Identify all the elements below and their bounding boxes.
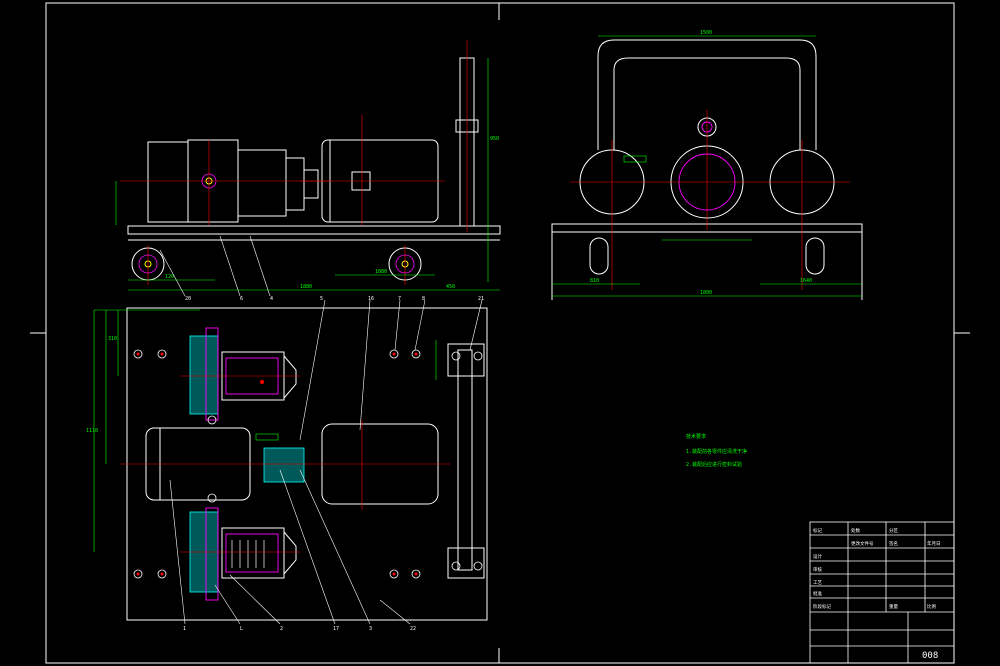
dim-height-right: 950 xyxy=(490,136,499,142)
balloon-21: 21 xyxy=(478,296,484,302)
balloon-4: 4 xyxy=(270,296,273,302)
side-elevation: 1500 1800 810 1640 950 xyxy=(490,30,863,300)
tb-label-1: 审核 xyxy=(813,566,822,573)
tb-header-2: 比例 xyxy=(927,603,936,610)
tb-row-2: 分区 xyxy=(889,527,898,534)
balloon-1: 1 xyxy=(183,626,186,632)
title-block: 标记 处数 分区 更改文件号 签名 年月日 设计 审核 工艺 批准 阶段标记 重… xyxy=(809,521,955,664)
dim-front-mid: 1080 xyxy=(375,269,387,275)
notes-line-1: 1.装配前各零件应清洗干净 xyxy=(686,448,747,455)
notes-line-2: 2.装配后应进行密封试验 xyxy=(686,461,742,468)
dim-side-mid: 1800 xyxy=(700,290,712,296)
technical-notes: 技术要求 1.装配前各零件应清洗干净 2.装配后应进行密封试验 xyxy=(686,433,747,468)
dim-plan-left: 310 xyxy=(108,336,117,342)
drawing-number: 008 xyxy=(922,651,938,661)
balloon-5: 5 xyxy=(320,296,323,302)
tb-row-1: 处数 xyxy=(851,527,860,534)
dim-side-left: 810 xyxy=(590,278,599,284)
tb-row-3: 更改文件号 xyxy=(851,540,874,547)
tb-header-1: 重量 xyxy=(889,603,898,610)
balloon-6: 6 xyxy=(240,296,243,302)
balloon-22: 22 xyxy=(410,626,416,632)
balloon-3: 3 xyxy=(369,626,372,632)
tb-row-5: 年月日 xyxy=(927,540,941,547)
tb-header-0: 阶段标记 xyxy=(813,603,831,610)
tb-row-4: 签名 xyxy=(889,540,898,547)
balloon-7: 7 xyxy=(398,296,401,302)
tb-row-0: 标记 xyxy=(813,527,822,534)
balloon-17: 17 xyxy=(333,626,339,632)
tb-label-2: 工艺 xyxy=(813,580,822,586)
front-elevation: 1880 120 1080 450 20 6 4 xyxy=(115,40,501,302)
tb-label-3: 批准 xyxy=(813,590,822,597)
balloon-l: L xyxy=(240,626,243,632)
plan-view: 1110 310 5 16 7 8 21 1 L 2 17 3 22 xyxy=(86,296,488,632)
dim-front-total: 1880 xyxy=(300,284,312,290)
sheet-frame xyxy=(30,2,970,664)
dim-front-right: 450 xyxy=(446,284,455,290)
dim-top-span: 1500 xyxy=(700,30,712,36)
dim-side-right: 1640 xyxy=(800,278,812,284)
tb-label-0: 设计 xyxy=(813,553,822,560)
dim-front-left: 120 xyxy=(165,274,174,280)
notes-title: 技术要求 xyxy=(686,433,706,440)
balloon-20: 20 xyxy=(185,296,191,302)
dim-plan-height: 1110 xyxy=(86,428,98,434)
balloon-16: 16 xyxy=(368,296,374,302)
balloon-2: 2 xyxy=(280,626,283,632)
balloon-8: 8 xyxy=(422,296,425,302)
